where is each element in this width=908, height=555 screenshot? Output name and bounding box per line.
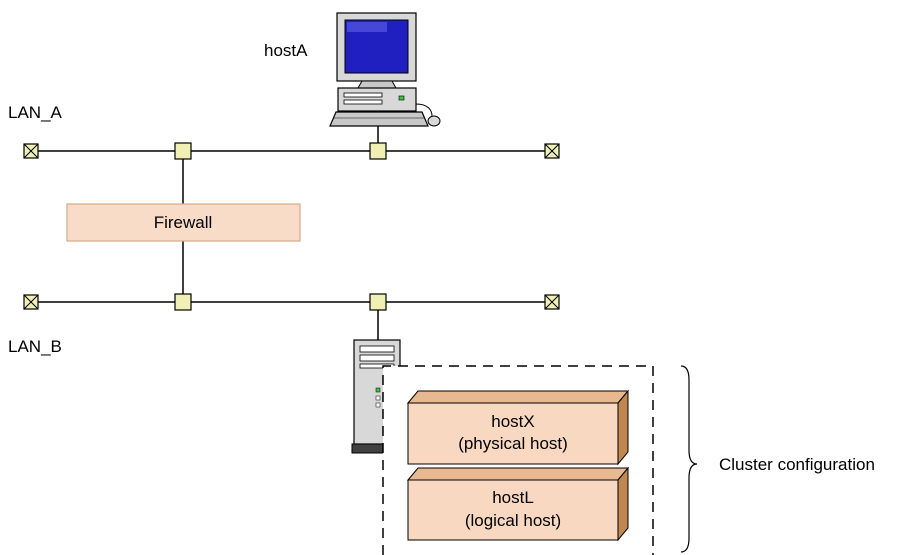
firewall-box: Firewall — [66, 203, 301, 242]
host-x-desc: (physical host) — [458, 434, 568, 453]
terminator-icon — [544, 294, 560, 310]
cluster-configuration-label: Cluster configuration — [719, 455, 875, 474]
connector-icon — [174, 142, 192, 160]
terminator-icon — [23, 143, 39, 159]
lan-b-label: LAN_B — [8, 337, 62, 356]
host-x-box: hostX (physical host) — [406, 389, 630, 466]
terminator-icon — [23, 294, 39, 310]
connector-icon — [369, 293, 387, 311]
firewall-label: Firewall — [154, 213, 213, 232]
connector-icon — [174, 293, 192, 311]
desktop-computer-icon — [329, 12, 441, 143]
host-x-name: hostX — [491, 412, 534, 431]
connector-icon — [369, 142, 387, 160]
curly-brace-icon — [680, 365, 698, 553]
host-a-label: hostA — [264, 41, 308, 60]
terminator-icon — [544, 143, 560, 159]
lan-a-label: LAN_A — [8, 103, 63, 122]
host-l-desc: (logical host) — [465, 511, 561, 530]
lan-a: LAN_A — [8, 103, 560, 160]
lan-b: LAN_B — [8, 293, 560, 356]
host-l-box: hostL (logical host) — [406, 466, 630, 542]
host-l-name: hostL — [492, 488, 534, 507]
